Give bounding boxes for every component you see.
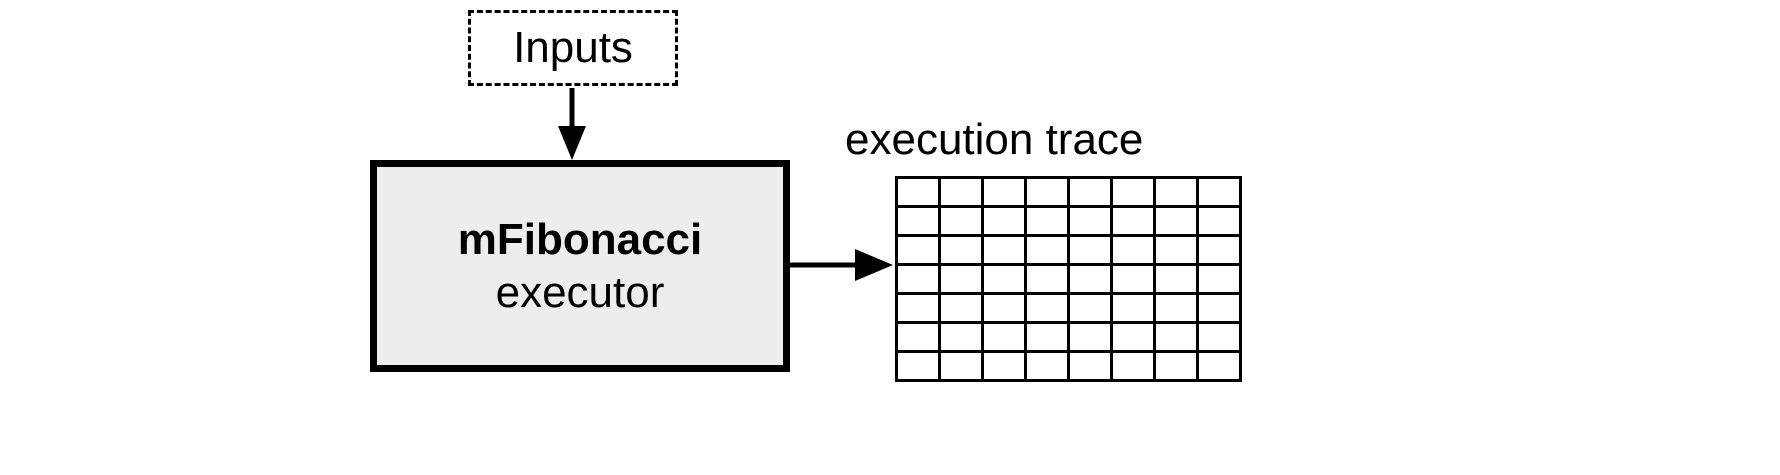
inputs-node-label: Inputs [513, 23, 633, 72]
execution-trace-cell[interactable] [981, 350, 1027, 382]
execution-trace-cell[interactable] [1196, 321, 1242, 353]
execution-trace-cell[interactable] [1067, 176, 1113, 208]
execution-trace-cell[interactable] [1024, 292, 1070, 324]
execution-trace-cell[interactable] [1196, 263, 1242, 295]
execution-trace-cell[interactable] [1110, 205, 1156, 237]
execution-trace-cell[interactable] [1024, 321, 1070, 353]
executor-node[interactable]: mFibonacci executor [370, 160, 790, 372]
execution-trace-cell[interactable] [1110, 321, 1156, 353]
executor-node-subtitle: executor [495, 268, 665, 317]
execution-trace-cell[interactable] [1153, 176, 1199, 208]
execution-trace-group: execution trace [845, 118, 1242, 382]
execution-trace-cell[interactable] [938, 321, 984, 353]
execution-trace-grid[interactable] [895, 176, 1242, 382]
execution-trace-cell[interactable] [1153, 292, 1199, 324]
execution-trace-cell[interactable] [1153, 205, 1199, 237]
execution-trace-cell[interactable] [1196, 292, 1242, 324]
execution-trace-row [895, 234, 1242, 266]
execution-trace-cell[interactable] [1067, 263, 1113, 295]
execution-trace-cell[interactable] [938, 176, 984, 208]
execution-trace-cell[interactable] [981, 321, 1027, 353]
execution-trace-cell[interactable] [1110, 234, 1156, 266]
execution-trace-cell[interactable] [1110, 292, 1156, 324]
execution-trace-cell[interactable] [1153, 234, 1199, 266]
execution-trace-cell[interactable] [895, 176, 941, 208]
inputs-node[interactable]: Inputs [468, 10, 678, 86]
execution-trace-cell[interactable] [1024, 234, 1070, 266]
execution-trace-cell[interactable] [1153, 350, 1199, 382]
execution-trace-cell[interactable] [895, 321, 941, 353]
execution-trace-row [895, 176, 1242, 208]
execution-trace-row [895, 292, 1242, 324]
execution-trace-cell[interactable] [1024, 263, 1070, 295]
execution-trace-cell[interactable] [1067, 350, 1113, 382]
execution-trace-row [895, 205, 1242, 237]
execution-trace-cell[interactable] [981, 292, 1027, 324]
execution-trace-cell[interactable] [1196, 176, 1242, 208]
execution-trace-cell[interactable] [1067, 321, 1113, 353]
execution-trace-grid-body [895, 176, 1242, 382]
execution-trace-cell[interactable] [1196, 205, 1242, 237]
execution-trace-cell[interactable] [1110, 263, 1156, 295]
execution-trace-cell[interactable] [1067, 292, 1113, 324]
execution-trace-cell[interactable] [1024, 205, 1070, 237]
execution-trace-cell[interactable] [1110, 350, 1156, 382]
execution-trace-cell[interactable] [895, 205, 941, 237]
execution-trace-cell[interactable] [938, 234, 984, 266]
arrow-inputs-to-executor [558, 88, 586, 160]
execution-trace-cell[interactable] [1110, 176, 1156, 208]
execution-trace-cell[interactable] [895, 292, 941, 324]
execution-trace-cell[interactable] [938, 263, 984, 295]
execution-trace-row [895, 263, 1242, 295]
execution-trace-cell[interactable] [981, 205, 1027, 237]
execution-trace-cell[interactable] [1196, 350, 1242, 382]
execution-trace-cell[interactable] [938, 205, 984, 237]
execution-trace-label: execution trace [845, 115, 1144, 164]
execution-trace-cell[interactable] [1153, 321, 1199, 353]
execution-trace-cell[interactable] [938, 350, 984, 382]
execution-trace-cell[interactable] [1067, 234, 1113, 266]
execution-trace-cell[interactable] [1153, 263, 1199, 295]
execution-trace-cell[interactable] [1024, 176, 1070, 208]
execution-trace-cell[interactable] [981, 234, 1027, 266]
execution-trace-cell[interactable] [1196, 234, 1242, 266]
execution-trace-cell[interactable] [895, 234, 941, 266]
execution-trace-row [895, 321, 1242, 353]
execution-trace-cell[interactable] [1024, 350, 1070, 382]
execution-trace-cell[interactable] [938, 292, 984, 324]
execution-trace-cell[interactable] [895, 350, 941, 382]
execution-trace-cell[interactable] [895, 263, 941, 295]
execution-trace-cell[interactable] [981, 263, 1027, 295]
execution-trace-cell[interactable] [981, 176, 1027, 208]
executor-node-title: mFibonacci [457, 214, 703, 264]
execution-trace-row [895, 350, 1242, 382]
execution-trace-cell[interactable] [1067, 205, 1113, 237]
